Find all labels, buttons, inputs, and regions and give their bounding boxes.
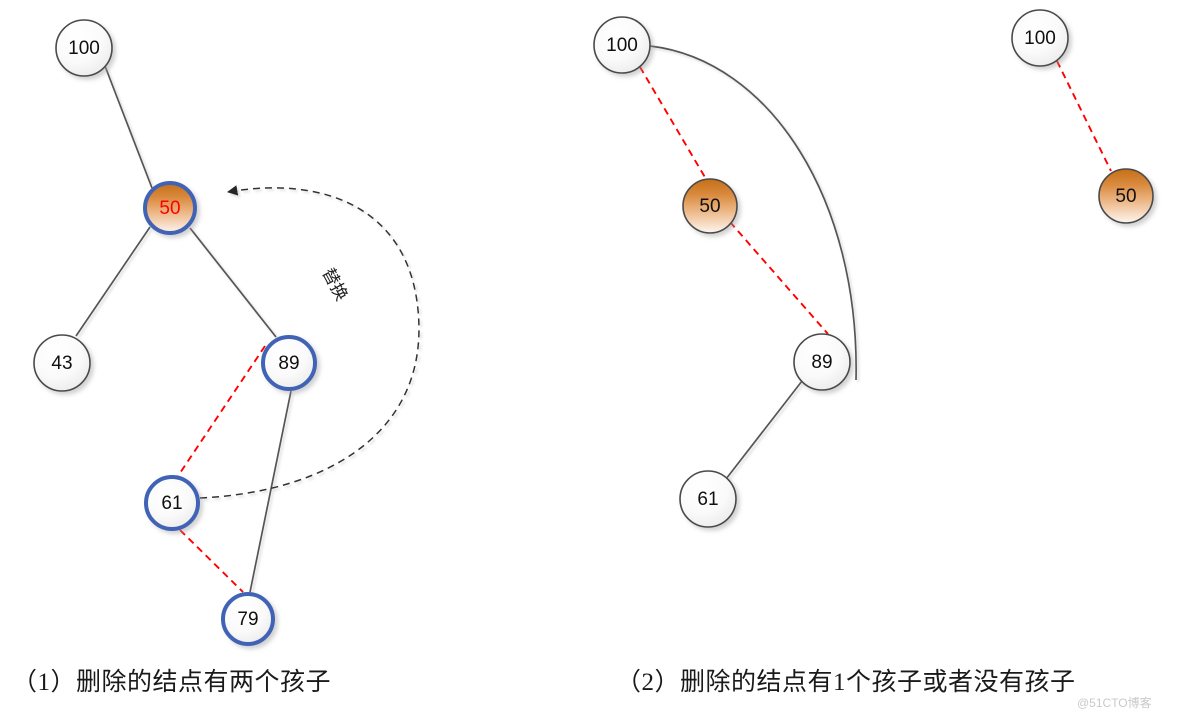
- node-circle: [1011, 9, 1069, 67]
- edge-50-43: [75, 226, 151, 337]
- node-p1-79[interactable]: 79: [221, 592, 275, 646]
- panel-1-caption: （1）删除的结点有两个孩子: [12, 669, 332, 696]
- edge-100-89-curve: [649, 45, 857, 381]
- edge-100-50-red: [1056, 60, 1112, 172]
- node-p2-61[interactable]: 61: [679, 470, 737, 528]
- panel-2-group: 100 50 89 61: [593, 16, 857, 528]
- panel2-solid-edges: [649, 45, 857, 480]
- node-p2-50[interactable]: 50: [682, 178, 738, 234]
- node-circle: [144, 475, 200, 531]
- node-circle: [33, 334, 91, 392]
- node-label: 89: [278, 353, 299, 374]
- edge-50-89-red: [729, 221, 829, 335]
- node-circle: [682, 178, 738, 234]
- node-label: 79: [237, 609, 258, 630]
- node-label: 61: [161, 493, 182, 514]
- node-label: 100: [1024, 28, 1056, 49]
- node-p1-61[interactable]: 61: [144, 475, 200, 531]
- edge-100-50-red: [639, 66, 707, 180]
- node-circle: [261, 335, 317, 391]
- node-label: 50: [1115, 186, 1136, 207]
- node-p1-50[interactable]: 50: [143, 181, 197, 235]
- node-label: 43: [51, 353, 72, 374]
- node-p1-89[interactable]: 89: [261, 335, 317, 391]
- edge-89-61: [725, 380, 803, 480]
- replace-annotation-label: 替换: [318, 265, 351, 304]
- panel1-red-edges: [177, 345, 266, 593]
- panel-1-group: 100 50 43 89 61 79 替换: [33, 19, 420, 646]
- node-label: 50: [159, 198, 180, 219]
- node-circle: [593, 16, 651, 74]
- panel-2-caption: （2）删除的结点有1个孩子或者没有孩子: [616, 669, 1076, 696]
- replace-annotation-arc: [199, 185, 420, 499]
- node-label: 50: [699, 196, 720, 217]
- node-label: 89: [811, 352, 832, 373]
- node-label: 100: [68, 38, 100, 59]
- node-circle: [221, 592, 275, 646]
- node-p3-100[interactable]: 100: [1011, 9, 1069, 67]
- edge-89-79: [249, 390, 292, 593]
- panel1-solid-edges: [75, 65, 292, 593]
- node-p1-100[interactable]: 100: [55, 19, 113, 77]
- edge-61-79-red: [179, 529, 244, 593]
- node-circle: [1098, 168, 1154, 224]
- node-circle: [793, 333, 851, 391]
- node-label: 100: [606, 35, 638, 56]
- node-label: 61: [697, 489, 718, 510]
- node-p2-89[interactable]: 89: [793, 333, 851, 391]
- edge-89-61-red: [177, 345, 266, 477]
- node-circle: [143, 181, 197, 235]
- node-p1-43[interactable]: 43: [33, 334, 91, 392]
- node-p3-50[interactable]: 50: [1098, 168, 1154, 224]
- node-p2-100[interactable]: 100: [593, 16, 651, 74]
- node-circle: [55, 19, 113, 77]
- edge-50-89: [189, 227, 277, 338]
- node-circle: [679, 470, 737, 528]
- panel-3-group: 100 50: [1011, 9, 1154, 224]
- panel2-red-edges: [639, 66, 829, 335]
- watermark: @51CTO博客: [1077, 696, 1152, 710]
- edge-100-50: [104, 65, 153, 189]
